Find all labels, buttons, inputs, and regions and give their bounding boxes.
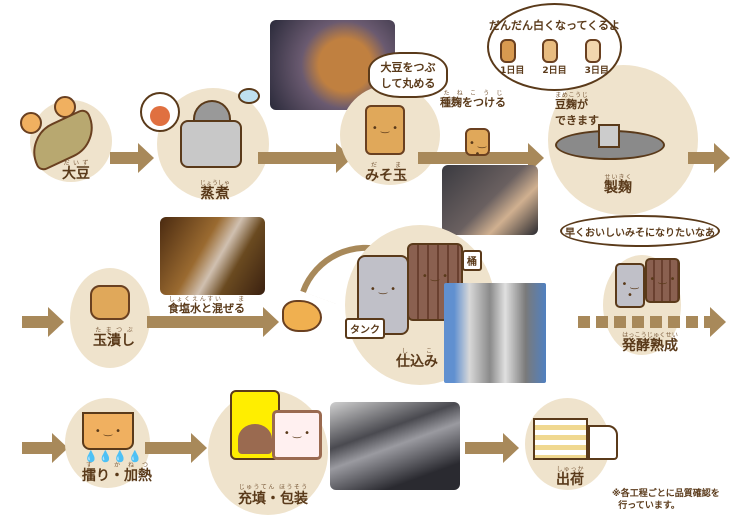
miso-cup-character <box>272 410 322 460</box>
photo-packaging-line <box>330 402 460 490</box>
hot-bean-bubble-icon <box>140 92 180 132</box>
flow-arrow <box>22 307 64 337</box>
flow-arrow <box>688 143 730 173</box>
soybean-icon <box>54 96 76 118</box>
heated-miso-pot-character <box>82 412 134 450</box>
flow-arrow-head <box>710 307 726 337</box>
small-tank-character <box>615 263 645 308</box>
flow-arrow <box>145 433 207 463</box>
flow-arrow <box>147 307 279 337</box>
step-label-juuten: 充填・包装じゅうてん ほうそう <box>238 484 308 507</box>
step-label-joushu: 蒸煮じょうしゃ <box>200 180 231 202</box>
truck-cab-icon <box>588 425 618 460</box>
tank-tag: タンク <box>345 318 385 339</box>
squashed-miso-ball-character <box>90 285 130 320</box>
step-label-seikiku: 製麹せいきく <box>604 174 632 196</box>
soybean-icon <box>20 112 42 134</box>
step-label-shukka: 出荷しゅっか <box>556 466 584 488</box>
miso-ball-koji-character <box>465 128 490 160</box>
miso-ball-character <box>365 105 405 155</box>
flow-arrow <box>258 143 352 173</box>
photo-mixing <box>160 217 265 295</box>
small-barrel-character <box>645 258 680 303</box>
koji-blob-icon <box>282 300 322 332</box>
flow-arrow <box>110 143 154 173</box>
water-drops-icon: 💧💧💧💧 <box>84 450 143 463</box>
annotation-mamekoji: 豆麹がまめこうじできます <box>555 92 599 127</box>
dashed-flow-arrow <box>578 316 710 328</box>
flow-arrow <box>465 433 519 463</box>
step-label-tamatsubushi: 玉潰したまつぶ <box>93 327 135 349</box>
steamer-pot-icon <box>180 120 242 168</box>
barrel-tag: 桶 <box>462 250 482 271</box>
annotation-shokuensui: 食塩水と混ぜるしょくえんすい ま <box>168 296 245 315</box>
flow-arrow <box>22 433 68 463</box>
steam-puff-icon <box>238 88 260 104</box>
koji-tray-center-icon <box>598 124 620 148</box>
step-label-suri: 擂り・加熱す かねつ <box>82 462 152 484</box>
speech-bubble-tsubushite: 大豆をつぶして丸める <box>368 52 448 98</box>
photo-fermentation-tank <box>444 283 546 383</box>
truck-cargo-icon <box>533 418 588 460</box>
photo-koji-room <box>442 165 538 235</box>
thought-bubble-hayaku: 早くおいしいみそになりたいなあ <box>560 215 720 247</box>
step-label-shikomi: 仕込みしこ <box>396 348 438 370</box>
annotation-tanekoji: 種麹をつけるたねこうじ <box>440 90 506 109</box>
step-label-hakkou: 発酵熟成はっこうじゅくせい <box>622 332 678 354</box>
speech-bubble-shirokunaru: だんだん白くなってくるよ 1日目 2日目 3日目 <box>487 3 622 91</box>
quality-check-note: ※各工程ごとに品質確認を 行っています。 <box>612 489 720 511</box>
step-label-daizu: 大豆だいず <box>62 160 90 182</box>
step-label-misodama: みそ玉だま <box>365 162 407 184</box>
